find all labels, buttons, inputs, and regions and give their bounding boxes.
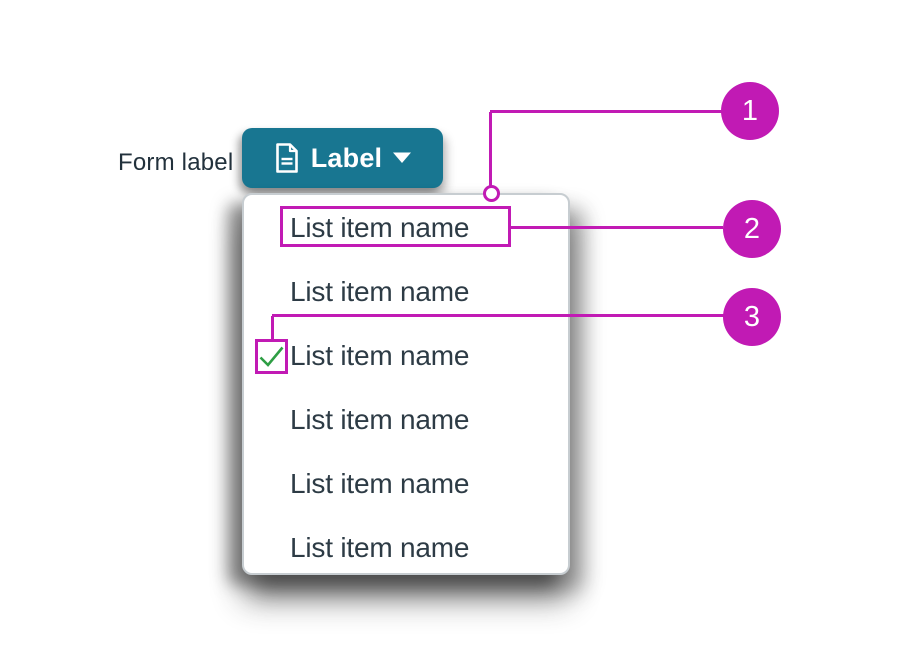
dropdown-button-label: Label [310, 142, 383, 173]
menu-list: List item name List item name List item … [244, 196, 568, 580]
menu-item-5[interactable]: List item name [244, 452, 568, 516]
menu-item-4[interactable]: List item name [244, 388, 568, 452]
menu-item-label: List item name [290, 340, 470, 371]
checkmark-icon [258, 345, 285, 368]
callout-1-number: 1 [741, 94, 759, 127]
menu-item-label: List item name [290, 212, 470, 243]
dropdown-trigger-button[interactable]: Label [242, 128, 443, 188]
menu-item-label: List item name [290, 532, 470, 563]
form-label: Form label [118, 149, 234, 176]
document-icon [274, 143, 300, 173]
callout-3-badge: 3 [723, 288, 781, 346]
callout-1-line-horizontal [490, 110, 723, 113]
callout-3-number: 3 [743, 300, 761, 333]
dropdown-menu-panel: List item name List item name List item … [242, 193, 570, 575]
menu-item-label: List item name [290, 276, 470, 307]
menu-item-3-checked[interactable]: List item name [244, 324, 568, 388]
menu-item-label: List item name [290, 468, 470, 499]
menu-item-label: List item name [290, 404, 470, 435]
menu-item-6[interactable]: List item name [244, 516, 568, 580]
callout-2-number: 2 [743, 212, 761, 245]
callout-1-line-vertical [489, 112, 492, 186]
menu-item-1[interactable]: List item name [244, 196, 568, 260]
menu-item-2[interactable]: List item name [244, 260, 568, 324]
callout-2-badge: 2 [723, 200, 781, 258]
caret-down-icon [393, 152, 412, 164]
callout-1-badge: 1 [721, 82, 779, 140]
